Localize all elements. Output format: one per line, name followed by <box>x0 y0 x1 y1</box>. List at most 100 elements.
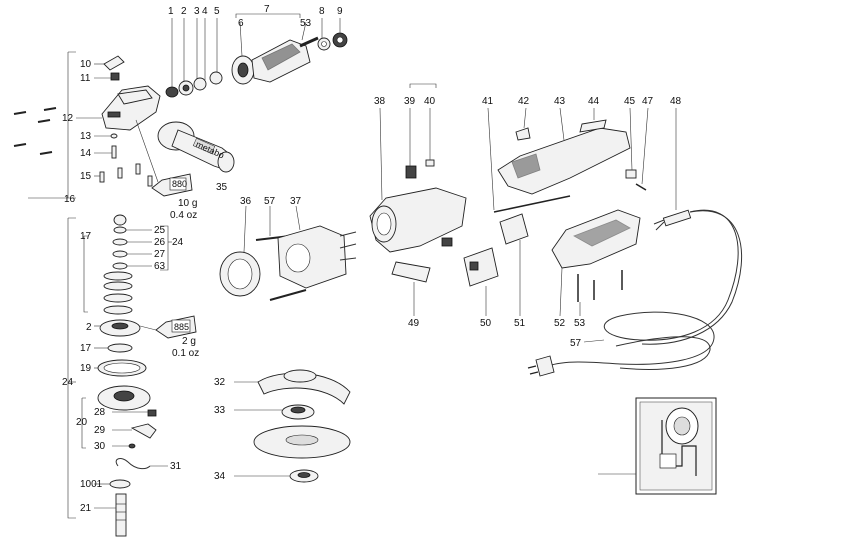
callout-35: 37 <box>290 196 302 207</box>
part-52-power-cord <box>547 209 739 367</box>
power-cord-group <box>527 108 743 377</box>
callout-26: 28 <box>94 407 106 418</box>
callout-36: 38 <box>374 96 386 107</box>
callout-16: 16 <box>64 194 76 205</box>
part-10-bracket <box>103 55 125 71</box>
inset-1001 <box>598 397 717 495</box>
callout-23: 25 <box>154 225 166 236</box>
callout-4: 4 <box>202 6 208 17</box>
callout-62: 57 <box>264 196 276 207</box>
callout-27: 29 <box>94 425 106 436</box>
switch-group <box>463 107 571 316</box>
callout-8: 8 <box>319 6 325 17</box>
callout-25: 27 <box>154 249 166 260</box>
grease-885-amount: 2 g <box>182 336 196 347</box>
part-57-washer <box>112 262 128 270</box>
callout-44: 47 <box>642 96 654 107</box>
part-50-lower-handle <box>551 209 641 269</box>
callout-9: 9 <box>337 6 343 17</box>
callout-20: 20 <box>76 417 88 428</box>
callout-2: 2 <box>181 6 187 17</box>
spindle-stack-group <box>67 214 172 537</box>
callout-7: 7 <box>264 4 270 15</box>
part-25-washer <box>112 250 128 258</box>
grease-880-amount: 10 g <box>178 198 197 209</box>
grease-880-oz: 0.4 oz <box>170 210 197 221</box>
loose-screws <box>13 107 57 155</box>
callout-19: 19 <box>80 363 92 374</box>
callout-37: 39 <box>404 96 416 107</box>
part-13-pin <box>110 133 118 139</box>
callout-63: 1001 <box>80 479 103 490</box>
handle-housing-group <box>497 107 649 195</box>
part-14-screw <box>111 145 117 159</box>
callout-41: 43 <box>554 96 566 107</box>
grease-885-label: 885 <box>174 322 189 332</box>
grease-885-oz: 0.1 oz <box>172 348 199 359</box>
callout-34: 36 <box>240 196 252 207</box>
callout-30: 32 <box>214 377 226 388</box>
part-24-washer <box>112 238 128 246</box>
part-49-module <box>499 213 529 245</box>
part-40-latch <box>515 127 531 141</box>
callout-49: 51 <box>514 318 526 329</box>
callout-50: 52 <box>554 318 566 329</box>
callout-40: 42 <box>518 96 530 107</box>
callout-13: 13 <box>80 131 92 142</box>
callout-11: 11 <box>80 73 91 84</box>
side-handle-33 <box>157 121 235 173</box>
part-35-stator <box>277 225 347 289</box>
part-38-carbon-brush <box>425 159 435 167</box>
part-43-clip <box>625 169 637 179</box>
callout-57: 63 <box>154 261 166 272</box>
armature-group <box>165 13 348 98</box>
callout-1: 1 <box>168 6 174 17</box>
gear-head-group <box>13 51 161 199</box>
callout-52: 57 <box>570 338 582 349</box>
callout-10: 10 <box>80 59 92 70</box>
callout-51: 53 <box>574 318 586 329</box>
part-23-washer <box>113 226 127 234</box>
callout-28: 30 <box>94 441 106 452</box>
callout-39: 41 <box>482 96 494 107</box>
motor-group <box>219 205 357 301</box>
callout-5: 5 <box>214 6 220 17</box>
part-stack-nut <box>113 214 127 226</box>
callout-17-upper: 17 <box>80 231 92 242</box>
callout-22-left: 24 <box>62 377 74 388</box>
part-1-nut <box>165 86 179 98</box>
part-63-washer <box>109 479 131 489</box>
part-36-motor-housing <box>369 187 467 253</box>
callout-53: 53 <box>300 18 312 29</box>
lower-handle-group <box>551 209 641 317</box>
callout-12: 12 <box>62 113 74 124</box>
part-45-cord-sleeve <box>662 209 692 227</box>
callout-22-right: 24 <box>172 237 184 248</box>
part-28-pin <box>128 443 136 449</box>
part-4-washer <box>193 77 207 91</box>
callout-43: 45 <box>624 96 636 107</box>
callout-38: 40 <box>424 96 436 107</box>
grease-880-label: 880 <box>172 179 187 189</box>
part-41-handle-shell <box>497 127 631 195</box>
plug <box>535 355 555 377</box>
callout-2-lower: 2 <box>86 322 92 333</box>
part-15-screw <box>99 171 105 183</box>
callout-14: 14 <box>80 148 92 159</box>
callout-15: 15 <box>80 171 92 182</box>
motor-housing-group <box>369 83 467 316</box>
callout-33: 35 <box>216 182 228 193</box>
callout-42: 44 <box>588 96 600 107</box>
part-42-label <box>579 119 607 133</box>
callout-29: 31 <box>170 461 182 472</box>
callout-47: 49 <box>408 318 420 329</box>
wheel-guard-group <box>234 369 351 483</box>
callout-21: 21 <box>80 503 92 514</box>
callout-17-lower: 17 <box>80 343 92 354</box>
callout-6: 6 <box>238 18 244 29</box>
part-29-spring <box>115 458 151 470</box>
part-26-clip <box>147 409 157 417</box>
callout-45: 48 <box>670 96 682 107</box>
part-27-lever <box>130 423 157 439</box>
